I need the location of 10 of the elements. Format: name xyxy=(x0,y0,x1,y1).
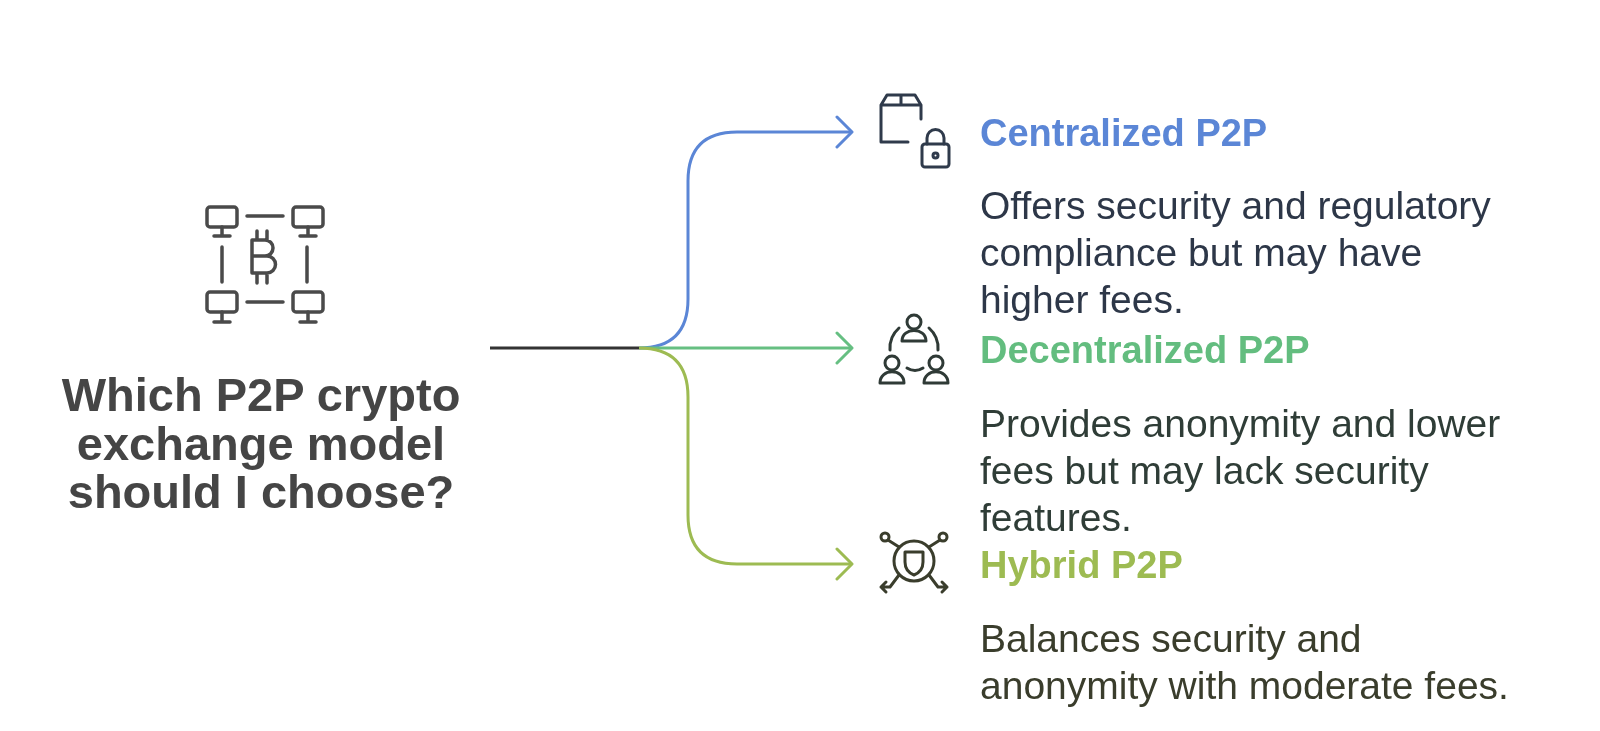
arrow xyxy=(638,115,854,350)
question-heading: Which P2P crypto exchange model should I choose? xyxy=(60,371,462,517)
connector-line xyxy=(490,346,639,350)
arrow xyxy=(638,346,854,581)
option-title: Centralized P2P xyxy=(980,111,1268,155)
option-title: Hybrid P2P xyxy=(980,543,1183,587)
option-title: Decentralized P2P xyxy=(980,328,1310,372)
option-description: Balances security and anonymity with moderate fees. xyxy=(980,616,1510,709)
option-description: Provides anonymity and lower fees but may lack security features. xyxy=(980,400,1502,541)
option-description: Offers security and regulatory compliance but may have higher fees. xyxy=(980,182,1492,323)
